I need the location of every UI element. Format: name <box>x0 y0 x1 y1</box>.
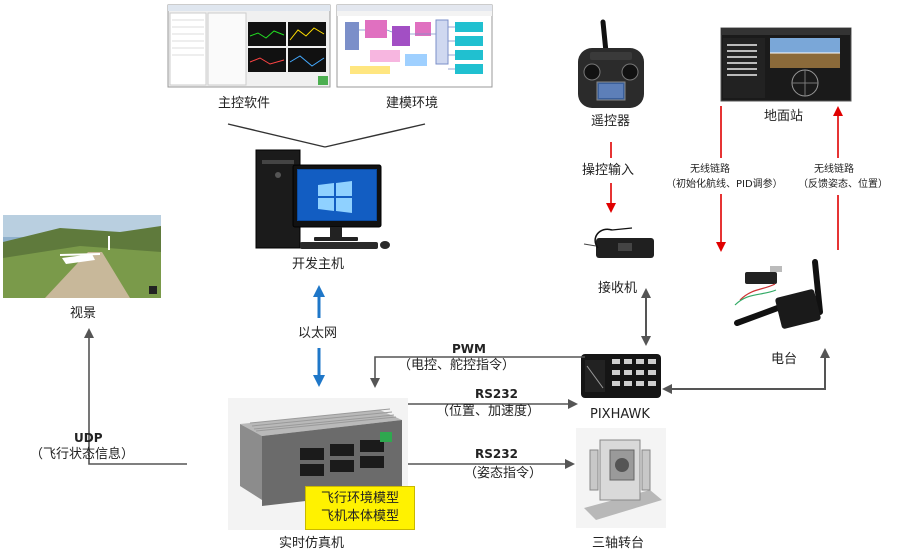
turntable-image <box>576 428 666 528</box>
receiver-label: 接收机 <box>598 281 638 296</box>
wireless-left-title: 无线链路 <box>690 164 730 175</box>
realtime-sim-label: 实时仿真机 <box>279 536 345 551</box>
edge-udp <box>84 328 187 465</box>
remote-controller-image <box>578 19 644 108</box>
radio-label: 电台 <box>771 352 798 367</box>
rs232-top-title: RS232 <box>475 387 518 401</box>
receiver-image <box>583 227 654 258</box>
edge-pwm <box>370 356 585 388</box>
model-box: 飞行环境模型 飞机本体模型 <box>305 486 415 530</box>
edge-software-host <box>227 123 326 148</box>
main-software-screenshot <box>167 4 331 88</box>
pwm-desc: （电控、舵控指令） <box>398 358 516 373</box>
edge-modeling-host <box>324 123 426 148</box>
modeling-env-screenshot <box>336 4 493 88</box>
ground-station-label: 地面站 <box>764 109 804 124</box>
pixhawk-image <box>581 354 661 398</box>
remote-controller-label: 遥控器 <box>591 114 631 129</box>
udp-title: UDP <box>74 431 103 445</box>
wireless-right-desc: （反馈姿态、位置） <box>798 179 888 190</box>
udp-desc: （飞行状态信息） <box>30 447 135 462</box>
aircraft-body-model-label: 飞机本体模型 <box>320 509 399 524</box>
dev-host-label: 开发主机 <box>292 257 345 272</box>
rs232-bottom-desc: （姿态指令） <box>464 466 543 481</box>
ground-station-screenshot <box>720 27 852 102</box>
flight-env-model-label: 飞行环境模型 <box>320 491 399 506</box>
dev-host-pc <box>255 149 390 249</box>
turntable-label: 三轴转台 <box>592 536 645 551</box>
rs232-top-desc: （位置、加速度） <box>436 404 541 419</box>
control-input-label: 操控输入 <box>582 163 635 178</box>
visual-scene-image <box>3 215 161 298</box>
ethernet-label: 以太网 <box>298 326 338 341</box>
pixhawk-label: PIXHAWK <box>590 407 650 422</box>
modeling-env-label: 建模环境 <box>386 96 439 111</box>
rs232-bottom-title: RS232 <box>475 447 518 461</box>
main-software-label: 主控软件 <box>218 96 271 111</box>
wireless-left-desc: （初始化航线、PID调参） <box>666 179 783 190</box>
edge-pixhawk-radio <box>668 348 830 390</box>
pwm-title: PWM <box>452 342 486 356</box>
radio-telemetry-image <box>734 259 823 329</box>
wireless-right-title: 无线链路 <box>814 164 854 175</box>
visual-label: 视景 <box>70 306 97 321</box>
